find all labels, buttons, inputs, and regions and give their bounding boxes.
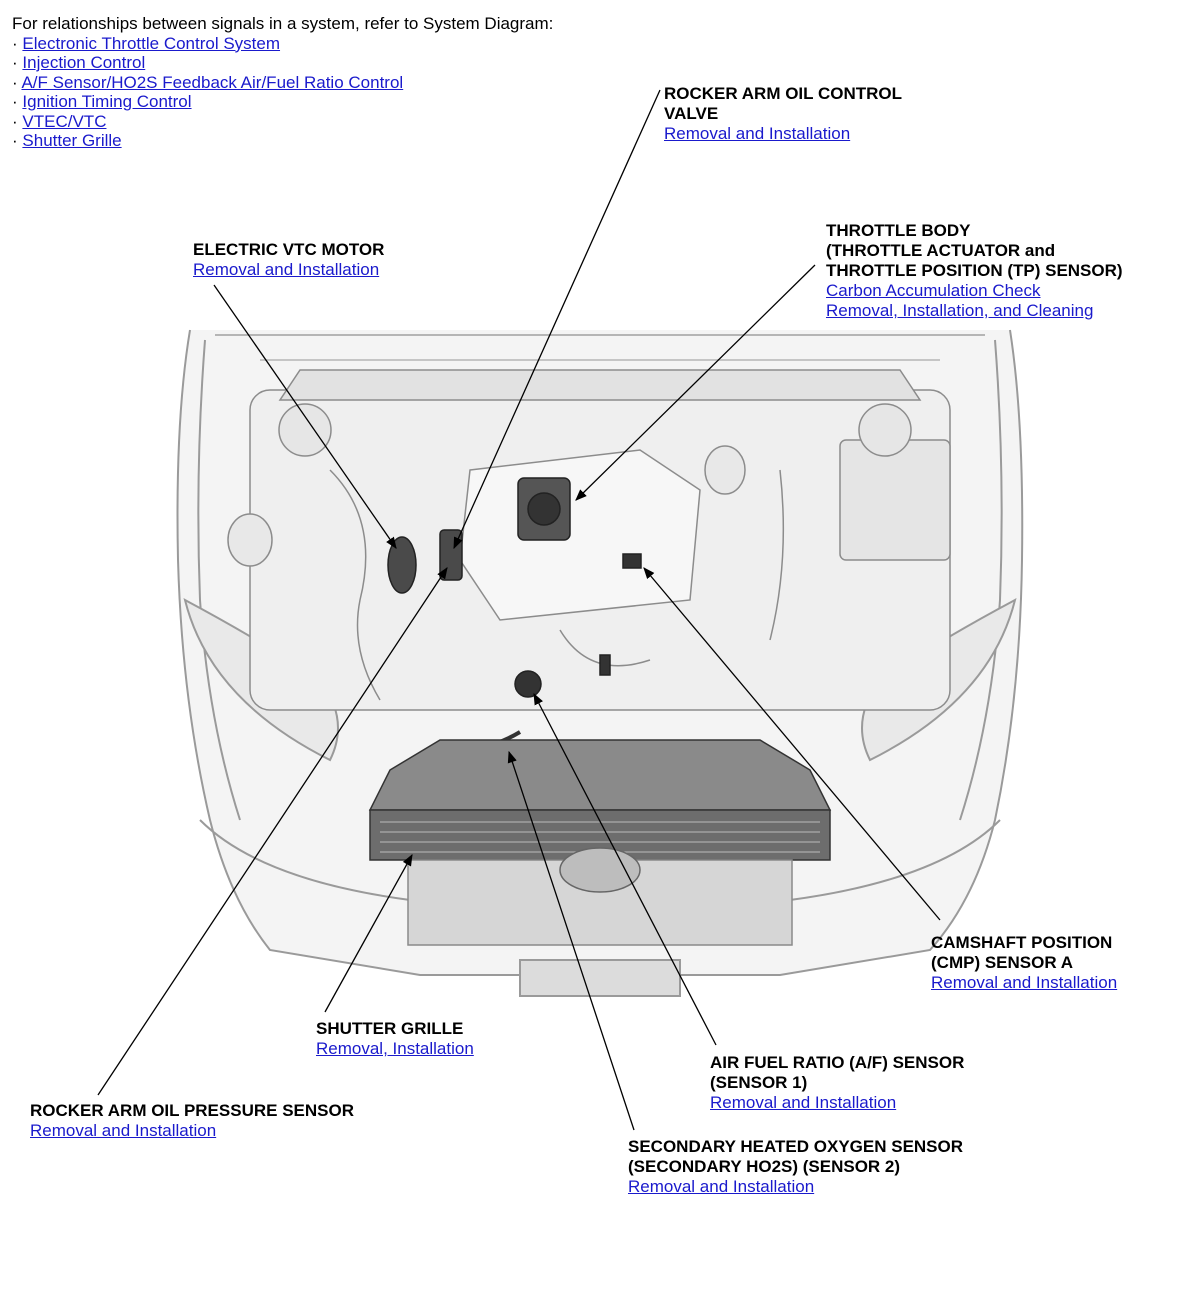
link-electronic-throttle-control[interactable]: Electronic Throttle Control System bbox=[22, 33, 281, 53]
bullet: · bbox=[12, 111, 18, 131]
link-ho2s-removal[interactable]: Removal and Installation bbox=[628, 1177, 815, 1196]
bullet: · bbox=[12, 33, 18, 53]
callout-title: THROTTLE POSITION (TP) SENSOR) bbox=[826, 261, 1123, 280]
callout-title: ROCKER ARM OIL PRESSURE SENSOR bbox=[30, 1101, 354, 1120]
callout-title: ROCKER ARM OIL CONTROL bbox=[664, 84, 902, 103]
callout-electric-vtc-motor: ELECTRIC VTC MOTOR Removal and Installat… bbox=[193, 240, 384, 280]
link-vtec-vtc[interactable]: VTEC/VTC bbox=[22, 111, 107, 131]
callout-title: SECONDARY HEATED OXYGEN SENSOR bbox=[628, 1137, 964, 1156]
leader-af bbox=[533, 692, 717, 1046]
callout-title: (THROTTLE ACTUATOR and bbox=[826, 241, 1056, 260]
leader-vtc-motor bbox=[213, 284, 397, 549]
link-cmp-removal[interactable]: Removal and Installation bbox=[931, 973, 1118, 992]
intro-text: For relationships between signals in a s… bbox=[12, 14, 554, 33]
callout-rocker-arm-oil-pressure-sensor: ROCKER ARM OIL PRESSURE SENSOR Removal a… bbox=[30, 1101, 354, 1141]
highlighted-parts bbox=[387, 477, 642, 750]
bullet: · bbox=[12, 92, 18, 111]
callout-title: SHUTTER GRILLE bbox=[316, 1019, 464, 1038]
leader-throttle bbox=[575, 264, 816, 501]
callout-title: ELECTRIC VTC MOTOR bbox=[193, 240, 385, 259]
link-af-sensor-removal[interactable]: Removal and Installation bbox=[710, 1093, 897, 1112]
callout-title: (CMP) SENSOR A bbox=[931, 953, 1073, 972]
leader-ho2s bbox=[507, 750, 635, 1131]
callout-title: THROTTLE BODY bbox=[826, 221, 971, 240]
callout-secondary-ho2s: SECONDARY HEATED OXYGEN SENSOR (SECONDAR… bbox=[628, 1137, 963, 1197]
callout-title: CAMSHAFT POSITION bbox=[931, 933, 1113, 952]
engine-compartment bbox=[227, 369, 951, 711]
callout-title: VALVE bbox=[664, 104, 719, 123]
leader-cmp bbox=[643, 567, 941, 921]
link-vtc-motor-removal[interactable]: Removal and Installation bbox=[193, 260, 380, 279]
link-ignition-timing-control[interactable]: Ignition Timing Control bbox=[22, 92, 192, 111]
link-injection-control[interactable]: Injection Control bbox=[22, 53, 146, 72]
bullet: · bbox=[12, 72, 18, 92]
callout-title: AIR FUEL RATIO (A/F) SENSOR bbox=[710, 1053, 965, 1072]
link-af-sensor-feedback[interactable]: A/F Sensor/HO2S Feedback Air/Fuel Ratio … bbox=[21, 72, 404, 92]
bullet: · bbox=[12, 53, 18, 72]
callout-throttle-body: THROTTLE BODY (THROTTLE ACTUATOR and THR… bbox=[826, 221, 1123, 321]
link-throttle-removal-cleaning[interactable]: Removal, Installation, and Cleaning bbox=[826, 301, 1094, 320]
leader-shutter bbox=[324, 853, 413, 1013]
callout-shutter-grille: SHUTTER GRILLE Removal, Installation bbox=[316, 1019, 474, 1059]
leader-pressure bbox=[97, 567, 448, 1096]
link-rocker-valve-removal[interactable]: Removal and Installation bbox=[664, 124, 851, 143]
bullet: · bbox=[12, 131, 18, 150]
link-shutter-grille-system[interactable]: Shutter Grille bbox=[22, 131, 122, 150]
leader-lines bbox=[97, 89, 941, 1131]
callout-cmp-sensor-a: CAMSHAFT POSITION (CMP) SENSOR A Removal… bbox=[931, 933, 1117, 993]
intro-block: For relationships between signals in a s… bbox=[12, 14, 553, 151]
link-pressure-sensor-removal[interactable]: Removal and Installation bbox=[30, 1121, 217, 1140]
shutter-grille-part bbox=[368, 739, 832, 946]
callout-title: (SECONDARY HO2S) (SENSOR 2) bbox=[628, 1157, 901, 1176]
callout-title: (SENSOR 1) bbox=[710, 1073, 808, 1092]
leader-rocker-valve bbox=[453, 89, 661, 550]
callout-af-sensor: AIR FUEL RATIO (A/F) SENSOR (SENSOR 1) R… bbox=[710, 1053, 964, 1113]
link-shutter-grille-removal[interactable]: Removal, Installation bbox=[316, 1039, 474, 1058]
callout-rocker-arm-oil-control-valve: ROCKER ARM OIL CONTROL VALVE Removal and… bbox=[664, 84, 902, 144]
link-carbon-accumulation-check[interactable]: Carbon Accumulation Check bbox=[826, 281, 1041, 300]
